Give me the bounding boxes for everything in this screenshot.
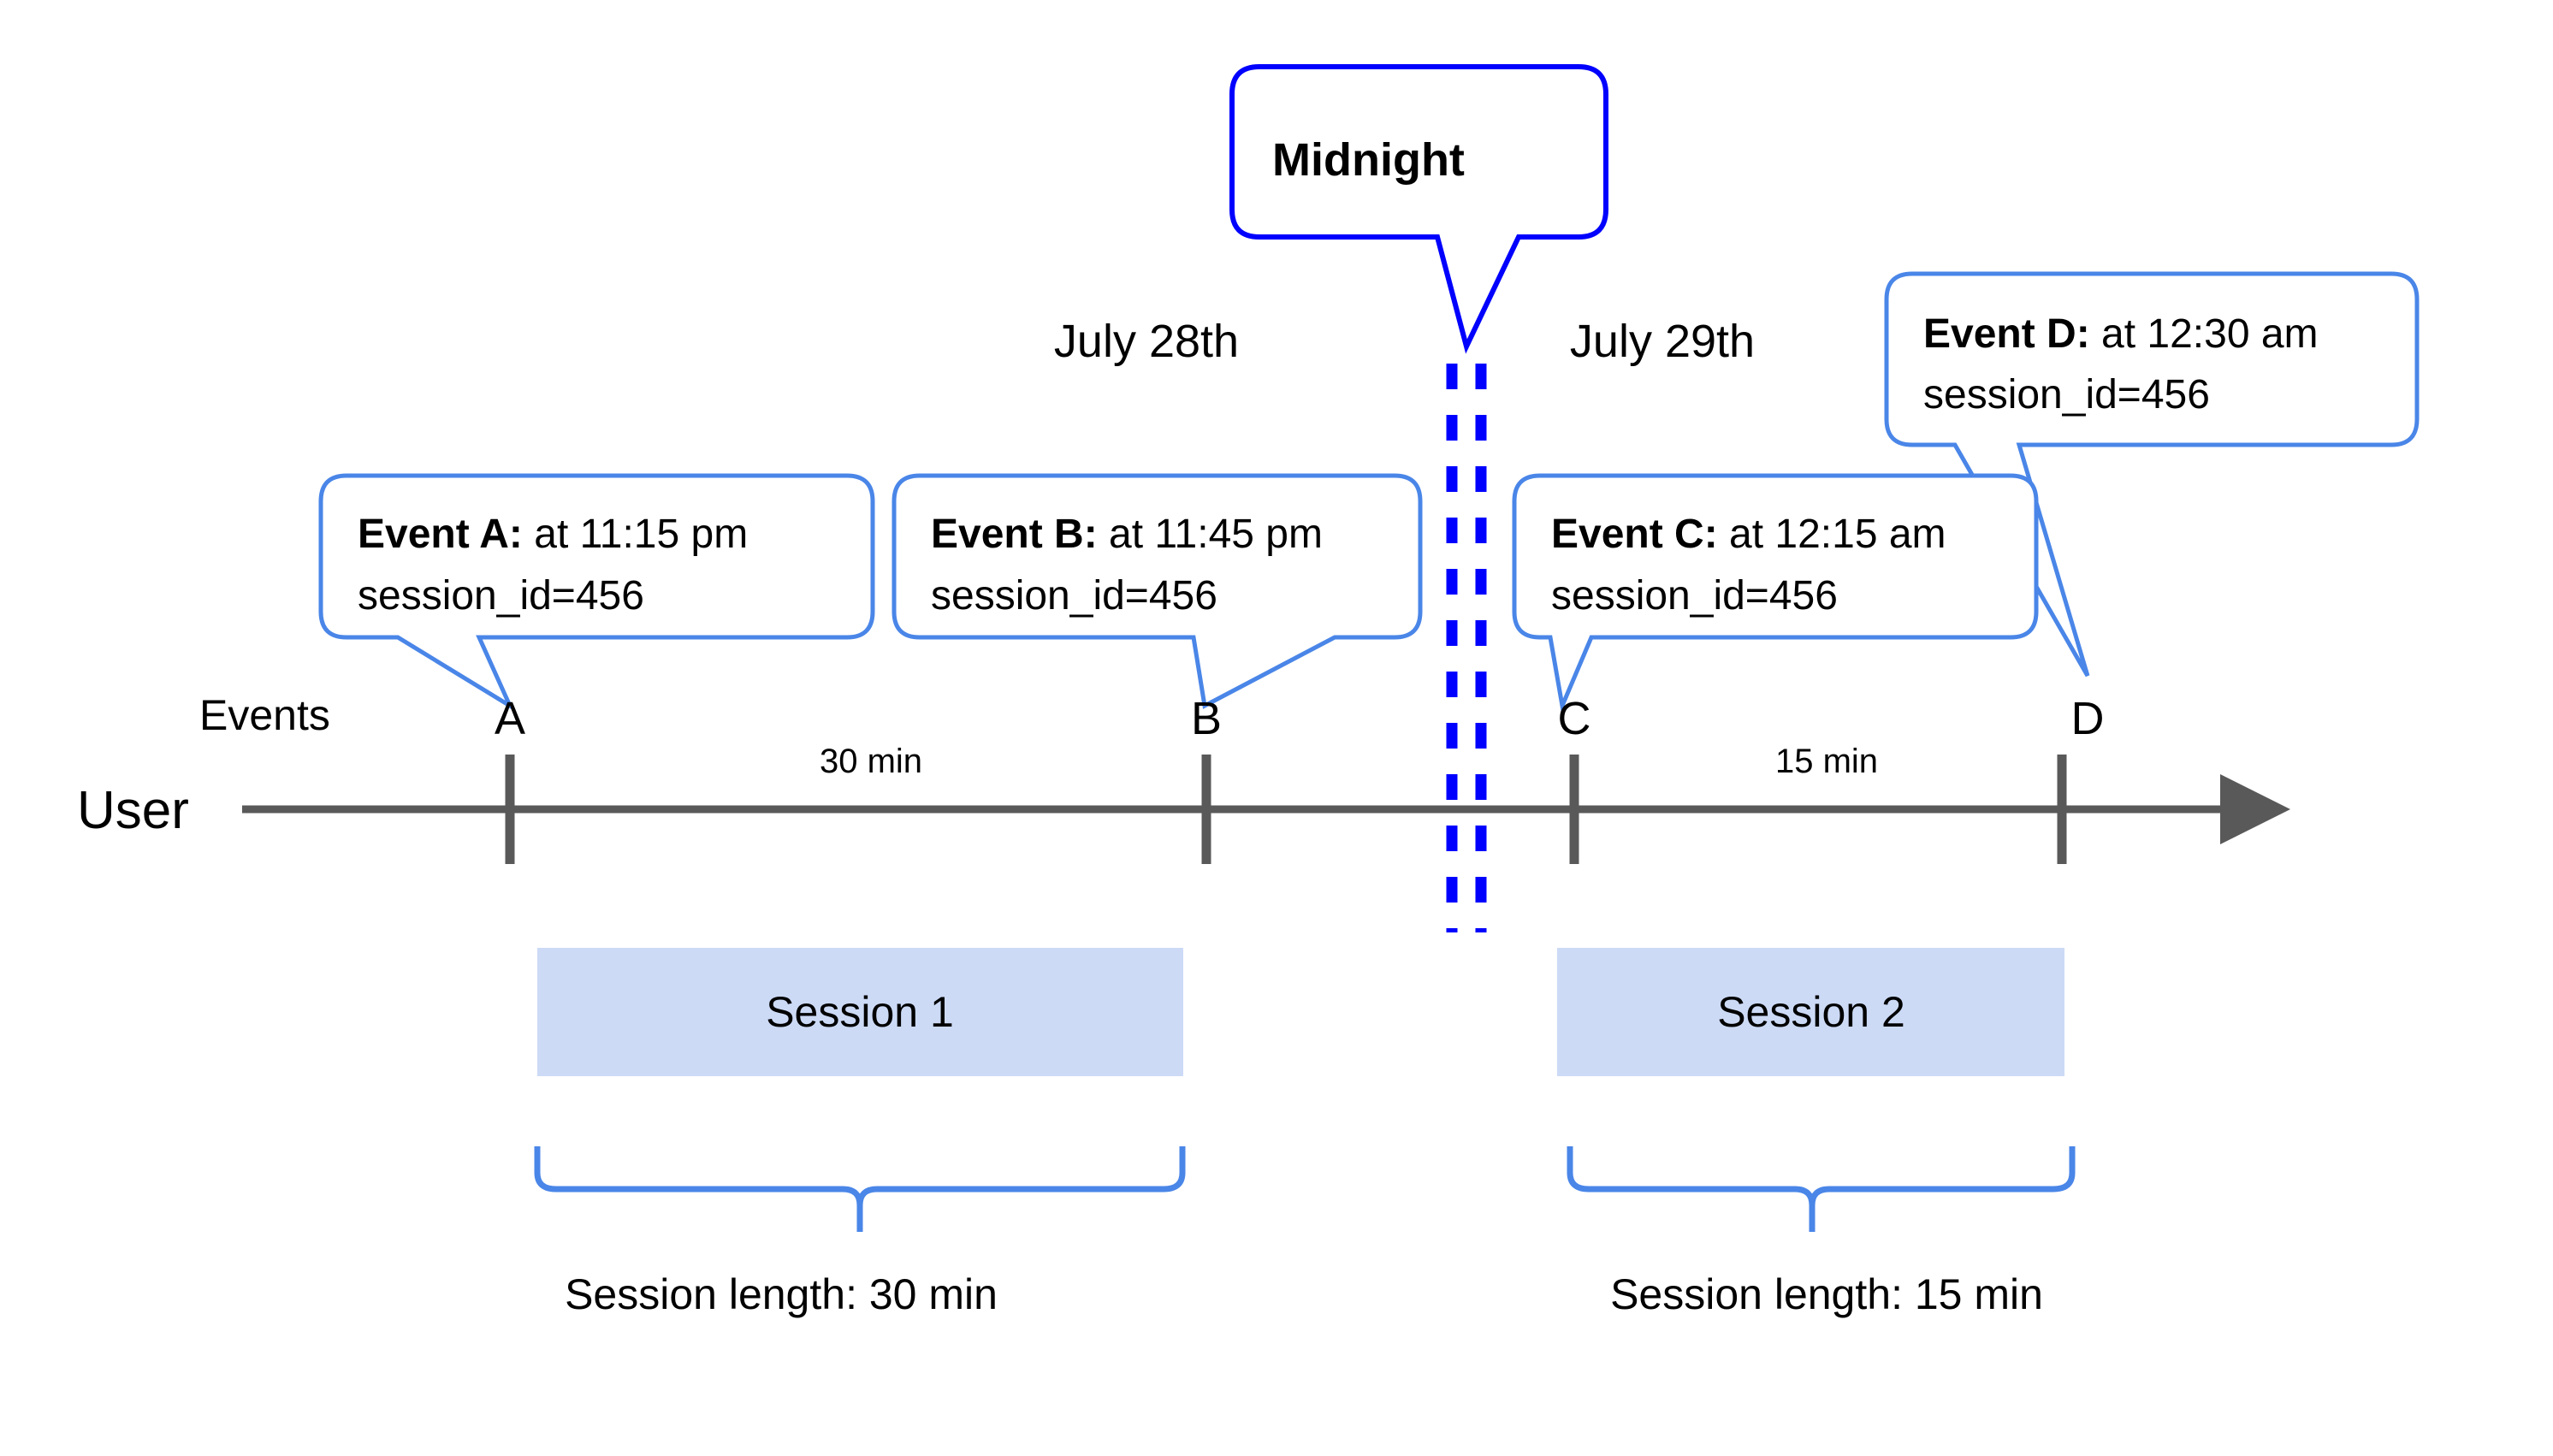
event-callout-d-bold: Event D:	[1923, 311, 2090, 357]
date-label-july-28: July 28th	[1054, 316, 1239, 367]
event-callout-c-bold: Event C:	[1551, 512, 1718, 557]
session-box-1-label: Session 1	[766, 988, 954, 1036]
event-callout-a[interactable]: Event A: at 11:15 pm session_id=456	[318, 473, 875, 712]
event-callout-b-bold: Event B:	[931, 512, 1098, 557]
timeline-axis	[242, 755, 2290, 864]
session-box-2[interactable]: Session 2	[1557, 948, 2064, 1076]
event-callout-c-line1: Event C: at 12:15 am	[1551, 512, 1946, 557]
event-callout-d-rest: at 12:30 am	[2090, 311, 2319, 357]
session-2-brace	[1567, 1146, 2076, 1232]
event-callout-c-rest: at 12:15 am	[1718, 512, 1946, 557]
midnight-callout-label: Midnight	[1272, 134, 1465, 186]
event-callout-b-rest: at 11:45 pm	[1098, 512, 1323, 557]
duration-label-15min: 15 min	[1775, 743, 1878, 780]
session-1-brace	[534, 1146, 1186, 1232]
event-callout-c[interactable]: Event C: at 12:15 am session_id=456	[1512, 473, 2039, 713]
session-box-2-rect	[1557, 948, 2064, 1076]
timeline-arrow-head-icon	[2220, 774, 2290, 844]
session-box-1[interactable]: Session 1	[537, 948, 1183, 1076]
tick-letter-a: A	[495, 693, 525, 744]
session-box-2-label: Session 2	[1717, 988, 1905, 1036]
session-length-label-1: Session length: 30 min	[565, 1270, 998, 1318]
event-callout-b-line2: session_id=456	[931, 573, 1217, 619]
event-callout-d-shape	[1884, 271, 2420, 678]
date-label-july-29: July 29th	[1570, 316, 1755, 367]
duration-label-30min: 30 min	[820, 743, 922, 780]
event-callout-b-shape	[891, 473, 1423, 709]
user-row-label: User	[77, 781, 189, 840]
event-callout-d[interactable]: Event D: at 12:30 am session_id=456	[1884, 271, 2420, 678]
tick-letter-d: D	[2071, 693, 2105, 744]
event-callout-b-line1: Event B: at 11:45 pm	[931, 512, 1323, 557]
event-callout-a-shape	[318, 473, 875, 712]
session-length-label-2: Session length: 15 min	[1610, 1270, 2043, 1318]
event-callout-c-shape	[1512, 473, 2039, 713]
event-callout-a-bold: Event A:	[358, 512, 523, 557]
tick-letter-b: B	[1191, 693, 1222, 744]
event-callout-d-line1: Event D: at 12:30 am	[1923, 311, 2319, 357]
event-callout-b[interactable]: Event B: at 11:45 pm session_id=456	[891, 473, 1423, 709]
session-box-1-rect	[537, 948, 1183, 1076]
session-1-brace-path	[534, 1146, 1186, 1232]
events-row-label: Events	[199, 691, 330, 739]
session-2-brace-path	[1567, 1146, 2076, 1232]
midnight-boundary-lines	[1446, 364, 1487, 932]
event-callout-a-line1: Event A: at 11:15 pm	[358, 512, 748, 557]
event-callout-a-rest: at 11:15 pm	[523, 512, 748, 557]
event-callout-d-line2: session_id=456	[1923, 372, 2210, 417]
midnight-callout[interactable]: Midnight	[1229, 64, 1608, 354]
midnight-callout-shape	[1229, 64, 1608, 354]
event-callout-c-line2: session_id=456	[1551, 573, 1838, 619]
event-callout-a-line2: session_id=456	[358, 573, 644, 619]
tick-letter-c: C	[1558, 693, 1591, 744]
